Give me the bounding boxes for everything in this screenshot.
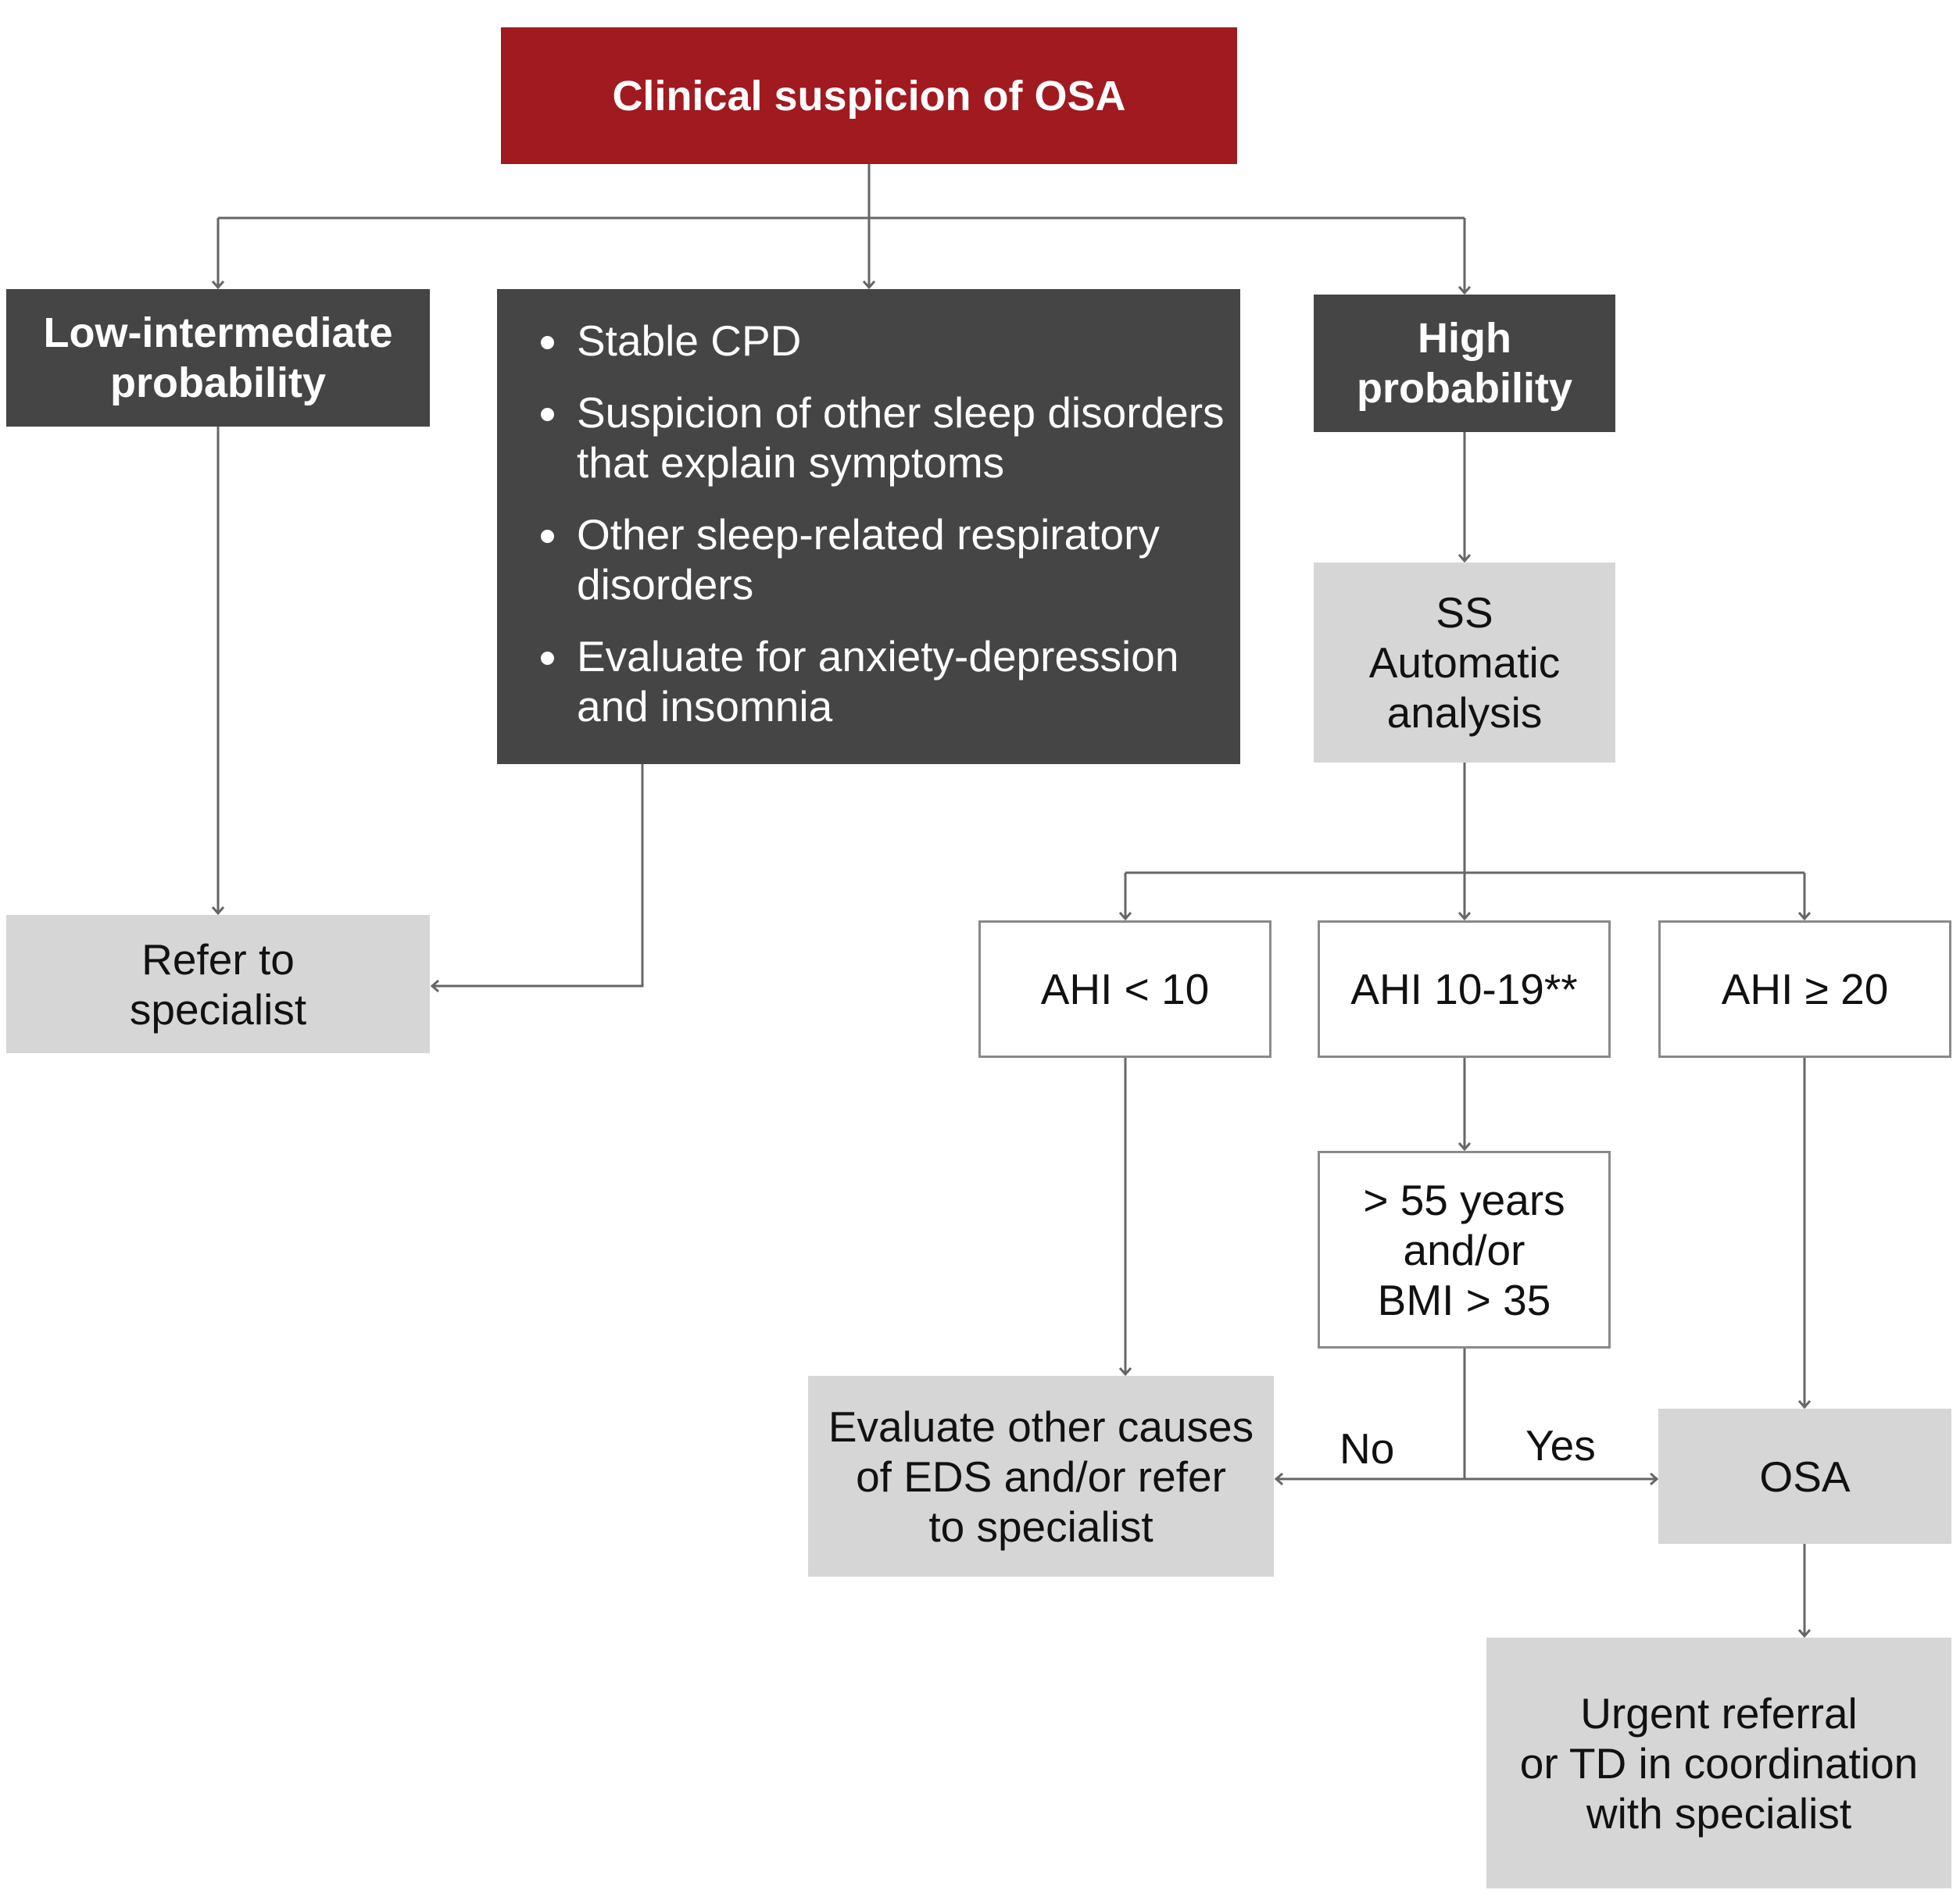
bullet-item: Stable CPD [541, 316, 1228, 366]
osa-label: OSA [1759, 1452, 1851, 1501]
bullet-item: Evaluate for anxiety-depression and inso… [541, 631, 1228, 731]
high-probability-node: High probability [1314, 295, 1615, 432]
bullet-item: Other sleep-related respiratory disorder… [541, 509, 1228, 609]
low-intermediate-node: Low-intermediate probability [6, 289, 430, 427]
bullet-item: Suspicion of other sleep disorders that … [541, 388, 1228, 488]
ahi-low-node: AHI < 10 [978, 920, 1271, 1058]
age-bmi-node: > 55 years and/or BMI > 35 [1318, 1151, 1611, 1349]
evaluate-other-causes-label: Evaluate other causes of EDS and/or refe… [828, 1402, 1254, 1551]
edge-label-yes: Yes [1525, 1421, 1596, 1470]
ahi-high-node: AHI ≥ 20 [1658, 920, 1951, 1058]
ahi-mid-node: AHI 10-19** [1318, 920, 1611, 1058]
connector-middle-to-refer [430, 764, 644, 993]
edge-label-no: No [1339, 1424, 1395, 1473]
age-bmi-label: > 55 years and/or BMI > 35 [1363, 1175, 1565, 1324]
low-intermediate-label: Low-intermediate probability [43, 309, 393, 406]
urgent-referral-node: Urgent referral or TD in coordination wi… [1486, 1638, 1951, 1888]
refer-specialist-label: Refer to specialist [129, 934, 307, 1034]
ss-analysis-node: SS Automatic analysis [1314, 563, 1615, 763]
high-probability-label: High probability [1356, 315, 1572, 412]
ahi-low-label: AHI < 10 [1040, 965, 1210, 1013]
clinical-suspicion-title: Clinical suspicion of OSA [612, 72, 1126, 120]
osa-node: OSA [1658, 1409, 1951, 1544]
exclusion-criteria-node: Stable CPD Suspicion of other sleep diso… [497, 289, 1240, 764]
refer-specialist-node: Refer to specialist [6, 915, 430, 1053]
evaluate-other-causes-node: Evaluate other causes of EDS and/or refe… [808, 1376, 1274, 1577]
urgent-referral-label: Urgent referral or TD in coordination wi… [1519, 1688, 1919, 1838]
ahi-mid-label: AHI 10-19** [1350, 965, 1578, 1013]
ss-analysis-label: SS Automatic analysis [1368, 588, 1561, 737]
clinical-suspicion-node: Clinical suspicion of OSA [501, 27, 1237, 164]
ahi-high-label: AHI ≥ 20 [1721, 965, 1889, 1013]
